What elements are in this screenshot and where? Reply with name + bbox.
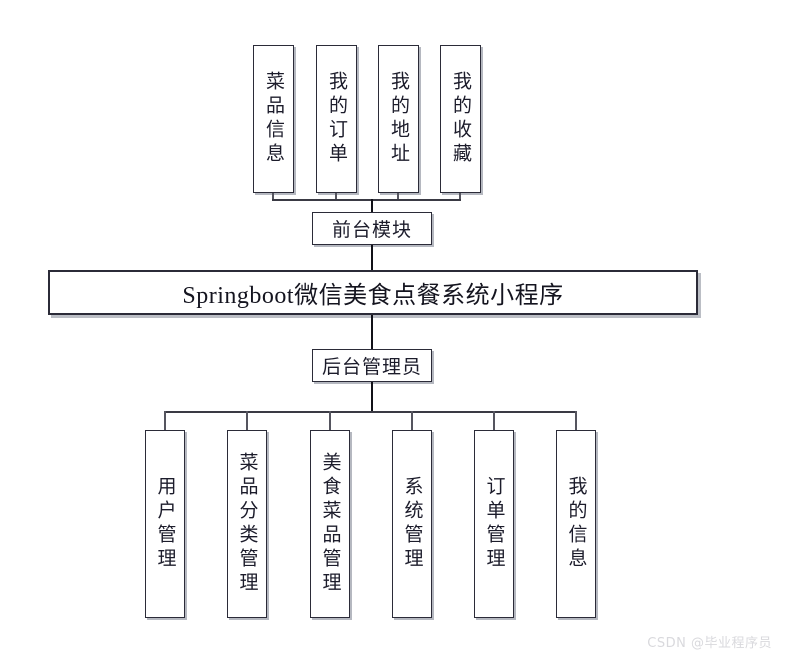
- root-to-backend-connector: [371, 315, 373, 350]
- frontend-stem-2: [335, 193, 337, 201]
- backend-leaf-label-4: 系统管理: [401, 476, 423, 572]
- backend-leaf-box-6[interactable]: 我的信息: [556, 430, 596, 618]
- frontend-leaf-label-1: 菜品信息: [263, 71, 284, 167]
- backend-stem-5: [493, 411, 495, 431]
- frontend-module-box[interactable]: 前台模块: [312, 212, 432, 245]
- backend-trunk: [371, 382, 373, 412]
- backend-stem-6: [575, 411, 577, 431]
- backend-leaf-label-3: 美食菜品管理: [319, 452, 341, 596]
- frontend-leaf-box-4[interactable]: 我的收藏: [440, 45, 481, 193]
- frontend-stem-3: [397, 193, 399, 201]
- frontend-bus: [272, 199, 461, 201]
- backend-admin-box[interactable]: 后台管理员: [312, 349, 432, 382]
- root-system-label: Springboot微信美食点餐系统小程序: [182, 283, 564, 309]
- frontend-leaf-box-3[interactable]: 我的地址: [378, 45, 419, 193]
- backend-leaf-label-1: 用户管理: [154, 476, 176, 572]
- backend-leaf-box-4[interactable]: 系统管理: [392, 430, 432, 618]
- frontend-leaf-box-1[interactable]: 菜品信息: [253, 45, 294, 193]
- backend-leaf-label-6: 我的信息: [565, 476, 587, 572]
- frontend-to-root-connector: [371, 245, 373, 271]
- backend-leaf-box-2[interactable]: 菜品分类管理: [227, 430, 267, 618]
- frontend-stem-1: [272, 193, 274, 201]
- backend-bus: [164, 411, 576, 413]
- frontend-leaf-label-2: 我的订单: [326, 71, 347, 167]
- backend-leaf-label-2: 菜品分类管理: [236, 452, 258, 596]
- root-system-box[interactable]: Springboot微信美食点餐系统小程序: [48, 270, 698, 315]
- frontend-stem-4: [459, 193, 461, 201]
- backend-leaf-box-3[interactable]: 美食菜品管理: [310, 430, 350, 618]
- backend-stem-2: [246, 411, 248, 431]
- backend-stem-3: [329, 411, 331, 431]
- frontend-leaf-box-2[interactable]: 我的订单: [316, 45, 357, 193]
- frontend-module-label: 前台模块: [331, 220, 412, 241]
- frontend-leaf-label-4: 我的收藏: [450, 71, 471, 167]
- frontend-trunk: [371, 199, 373, 213]
- backend-leaf-box-1[interactable]: 用户管理: [145, 430, 185, 618]
- backend-stem-1: [164, 411, 166, 431]
- csdn-watermark: CSDN @毕业程序员: [647, 636, 772, 651]
- backend-leaf-box-5[interactable]: 订单管理: [474, 430, 514, 618]
- backend-stem-4: [411, 411, 413, 431]
- frontend-leaf-label-3: 我的地址: [388, 71, 409, 167]
- backend-leaf-label-5: 订单管理: [483, 476, 505, 572]
- backend-admin-label: 后台管理员: [321, 357, 422, 378]
